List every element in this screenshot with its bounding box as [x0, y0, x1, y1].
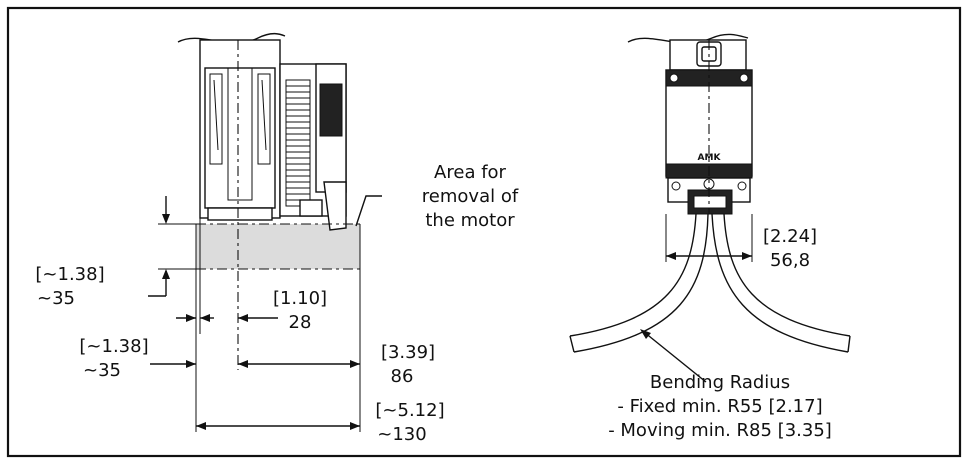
motor-front-view: AMK — [569, 33, 851, 383]
dim-right-mm: 86 — [391, 366, 414, 387]
drawing-frame — [6, 6, 962, 458]
area-leader — [355, 195, 382, 227]
dim-left-lower-mm: ~35 — [83, 360, 121, 381]
dim-cable-width-inch: [2.24] — [763, 226, 817, 247]
dim-center-mm: 28 — [289, 312, 312, 333]
bending-leader — [643, 331, 707, 383]
dim-bottom-inch: [~5.12] — [375, 400, 444, 421]
dim-cable-width-mm: 56,8 — [770, 250, 810, 271]
center-rail — [227, 67, 253, 201]
housing-panel — [204, 67, 276, 209]
cable-gland — [323, 181, 347, 231]
break-line-left — [177, 32, 286, 44]
motor-side-view — [148, 32, 382, 432]
brand-logo: AMK — [698, 153, 722, 163]
removal-area-label-2: removal of — [422, 186, 519, 207]
left-rail — [209, 73, 223, 165]
removal-area-label-3: the motor — [425, 210, 515, 231]
dim-bottom-mm: ~130 — [377, 424, 426, 445]
module-vent — [319, 83, 343, 137]
cable-right-inner — [711, 213, 849, 353]
dim-left-lower-inch: [~1.38] — [79, 336, 148, 357]
dim-center-inch: [1.10] — [273, 288, 327, 309]
module-foot — [299, 199, 323, 217]
cable-left-inner — [573, 213, 709, 353]
dim-right-inch: [3.39] — [381, 342, 435, 363]
bending-radius-fixed: - Fixed min. R55 [2.17] — [617, 396, 822, 417]
removal-area — [196, 224, 360, 269]
cable-left-outer — [569, 213, 697, 337]
right-rail — [257, 73, 271, 165]
bending-radius-moving: - Moving min. R85 [3.35] — [608, 420, 832, 441]
dim-left-upper-mm: ~35 — [37, 288, 75, 309]
cooling-fins — [285, 79, 311, 207]
dim-left-upper-inch: [~1.38] — [35, 264, 104, 285]
bending-radius-title: Bending Radius — [650, 372, 790, 393]
cable-right-outer — [723, 213, 851, 337]
removal-area-label-1: Area for — [434, 162, 506, 183]
break-line-right — [627, 33, 749, 44]
housing-foot — [207, 207, 273, 221]
